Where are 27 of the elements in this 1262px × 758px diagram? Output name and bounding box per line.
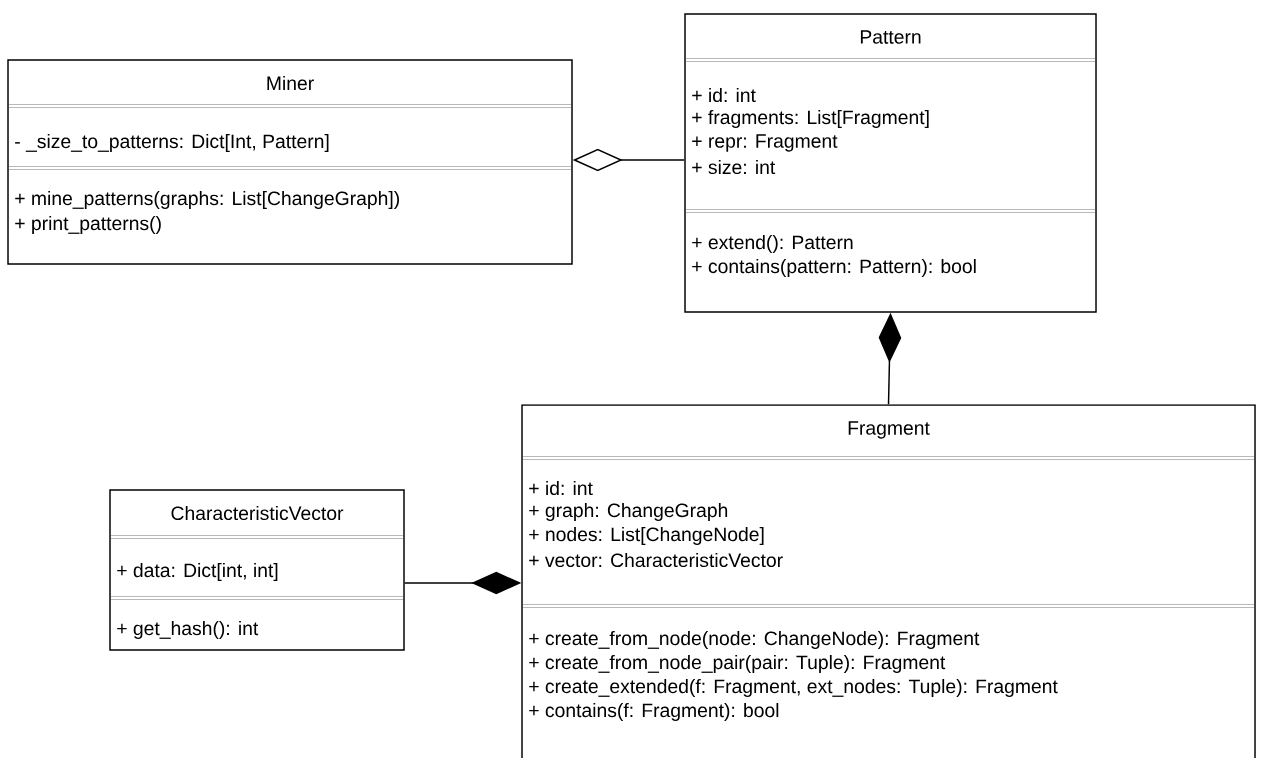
class-name: CharacteristicVector [171,505,344,521]
method-text: + contains(pattern: Pattern): bool [692,259,976,277]
method-text: + create_from_node_pair(pair: Tuple): Fragment [529,655,946,673]
attribute-text: + nodes: List[ChangeNode] [529,527,764,545]
class-box [521,404,1256,758]
method-text: + print_patterns() [15,216,161,234]
attribute-text: + data: Dict[int, int] [117,563,278,581]
attribute-text: + vector: CharacteristicVector [529,552,783,568]
method-text: + create_extended(f: Fragment, ext_nodes: Tuple): Fragment [529,679,1058,697]
attribute-text: + id: int [529,480,593,496]
method-text: + get_hash(): int [117,621,259,639]
class-box [7,59,573,265]
attribute-text: + graph: ChangeGraph [529,503,728,521]
class-name: Pattern [860,30,921,44]
attribute-text: + id: int [692,87,756,103]
class-name: Miner [267,75,314,91]
attribute-text: + repr: Fragment [692,134,838,152]
method-text: + contains(f: Fragment): bool [529,703,779,721]
method-text: + extend(): Pattern [692,235,853,253]
class-name: Fragment [848,421,930,439]
class-box [684,13,1097,313]
attribute-text: - _size_to_patterns: Dict[Int, Pattern] [15,134,329,152]
class-box [109,489,405,651]
attribute-text: + fragments: List[Fragment] [692,110,929,128]
method-text: + create_from_node(node: ChangeNode): Fragment [529,631,980,649]
attribute-text: + size: int [692,159,776,175]
method-text: + mine_patterns(graphs: List[ChangeGraph]) [15,191,399,209]
